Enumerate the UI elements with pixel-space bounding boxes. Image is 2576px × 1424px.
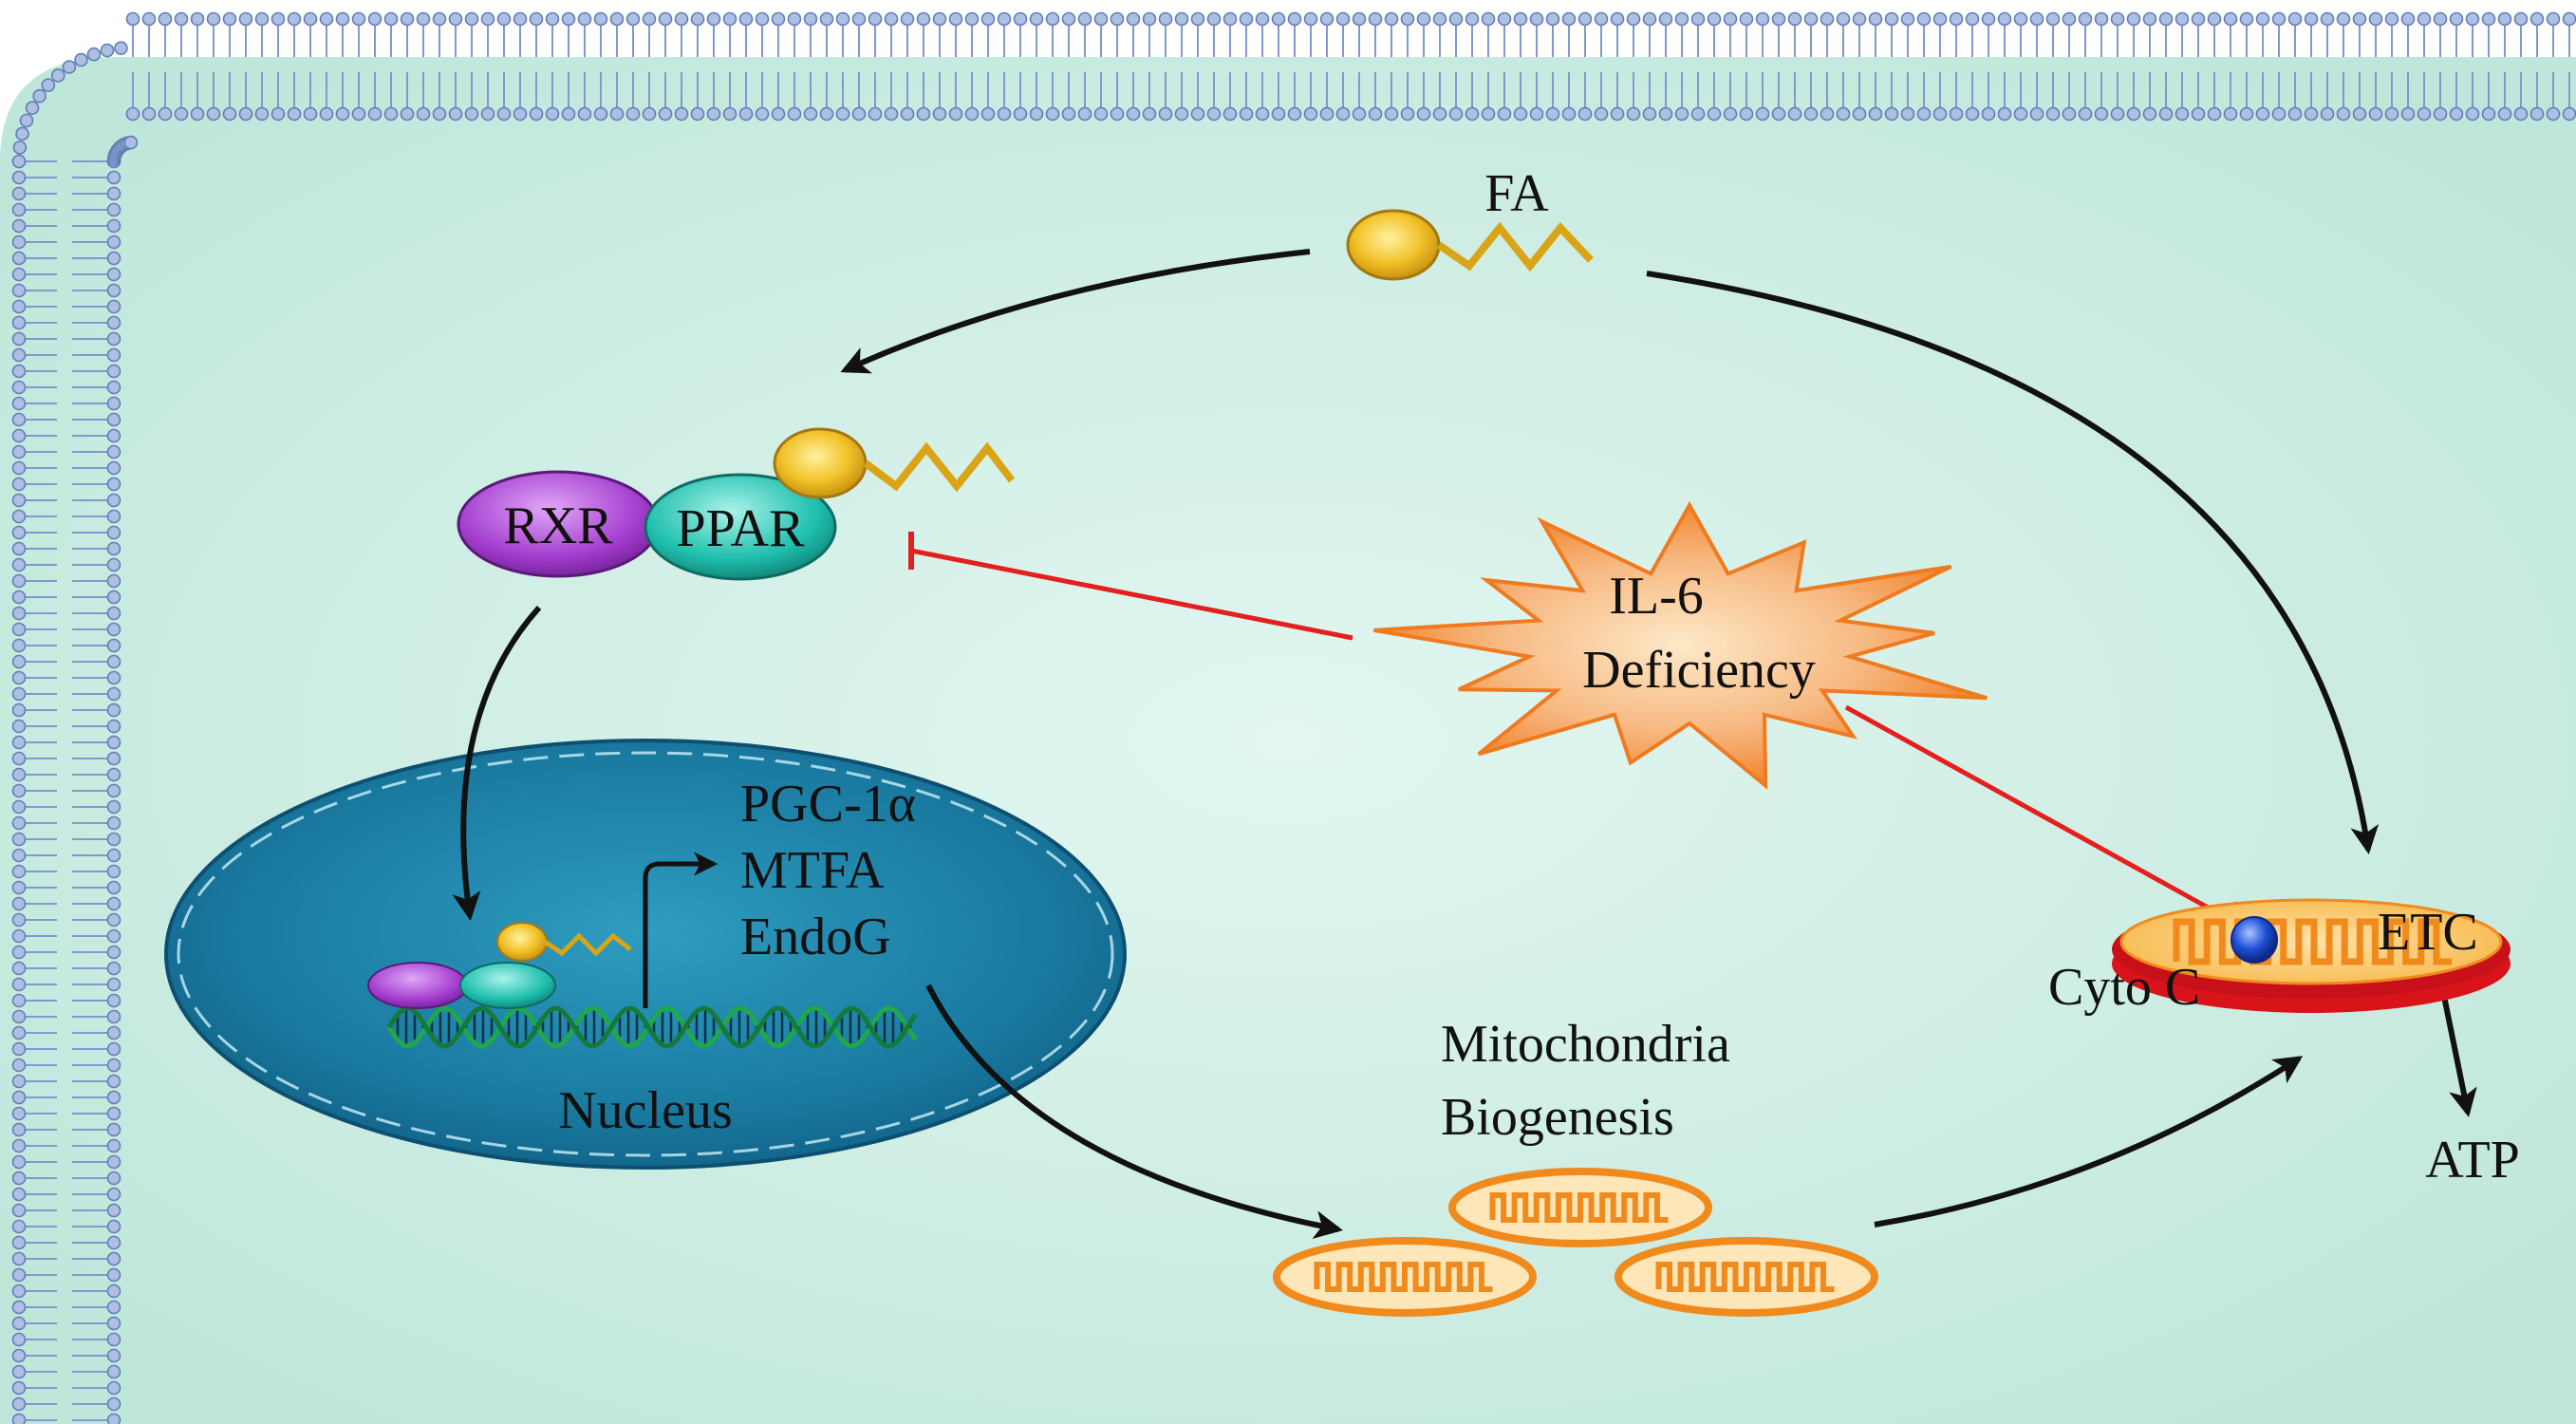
atp-label: ATP — [2425, 1131, 2520, 1190]
bound-fatty-acid-icon — [773, 427, 868, 499]
gene-pgc1a-label: PGC-1α — [740, 775, 916, 834]
mitochondrion-icon — [1448, 1168, 1712, 1247]
transcription-arrow — [643, 852, 719, 1008]
gene-endog-label: EndoG — [740, 908, 891, 966]
mitochondrion-icon — [1273, 1237, 1537, 1317]
nuclear-receptor-complex — [367, 922, 632, 1009]
cytochrome-c-icon — [2231, 916, 2278, 964]
nucleus-label: Nucleus — [558, 1081, 733, 1140]
cyto-c-label: Cyto C — [2048, 958, 2200, 1017]
arrow-biogenesis-to-mitochondrion — [1874, 1056, 2304, 1227]
inhibit-ppar-line — [910, 548, 1353, 641]
rxr-ppar-complex — [457, 427, 1016, 581]
arrow-fa-to-ppar — [840, 249, 1311, 374]
fatty-acid-nuclear-icon — [496, 922, 548, 962]
cell-membrane — [11, 11, 2576, 1424]
arrow-fa-to-etc — [1646, 271, 2380, 854]
etc-label: ETC — [2378, 903, 2478, 962]
il6-starburst-icon — [1373, 500, 1988, 790]
rxr-nuclear-icon — [367, 962, 468, 1009]
arrow-complex-to-nucleus — [452, 605, 542, 921]
fatty-acid-icon — [1346, 209, 1594, 281]
ppar-label: PPAR — [677, 499, 806, 558]
fatty-acid-tail-nuclear — [543, 932, 632, 957]
inhibit-cytoc-line — [1844, 704, 2231, 922]
biogenesis-label-line2: Biogenesis — [1441, 1088, 1674, 1147]
biogenesis-mitochondria — [1273, 1168, 1878, 1317]
dna-helix — [386, 1005, 918, 1049]
biogenesis-label-line1: Mitochondria — [1441, 1015, 1730, 1074]
mitochondrion-etc — [2112, 898, 2511, 1013]
fa-label: FA — [1484, 164, 1549, 223]
mitochondrion-icon — [1615, 1237, 1878, 1317]
arrow-genes-to-biogenesis — [925, 984, 1343, 1239]
gene-mtfa-label: MTFA — [740, 841, 885, 900]
il6-label-line1: IL-6 — [1609, 567, 1704, 626]
rxr-label: RXR — [503, 497, 613, 555]
ppar-icon — [644, 473, 837, 581]
il6-label-line2: Deficiency — [1582, 641, 1816, 700]
ppar-nuclear-icon — [459, 962, 556, 1009]
bound-fatty-acid-tail — [863, 441, 1016, 493]
